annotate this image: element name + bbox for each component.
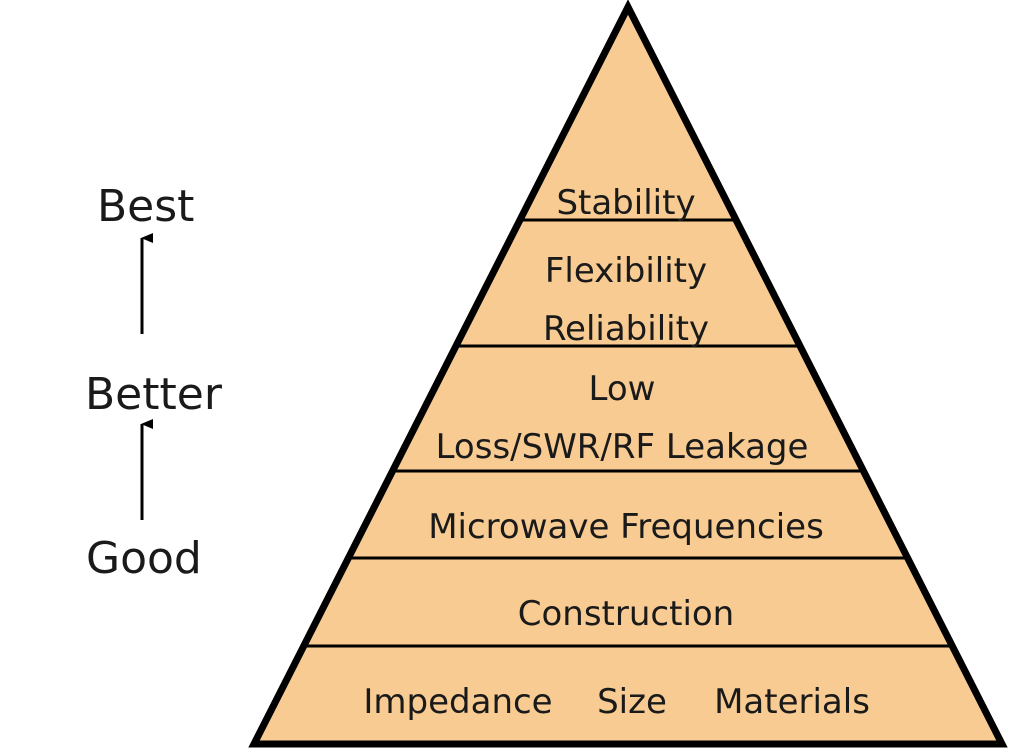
tier-text: Materials [714, 682, 870, 722]
better-label: Better [85, 369, 222, 420]
tier-low-loss: Low Loss/SWR/RF Leakage [436, 369, 809, 467]
good-label: Good [86, 533, 202, 584]
tier-text: Low [589, 369, 656, 409]
tier-dividers [303, 218, 953, 648]
best-label: Best [97, 181, 195, 232]
tier-construction: Construction [518, 594, 734, 634]
tier-text: Impedance [363, 682, 552, 722]
tier-text: Loss/SWR/RF Leakage [436, 427, 809, 467]
pyramid-shape [248, 0, 1008, 748]
tier-text: Flexibility [545, 251, 707, 291]
tier-microwave: Microwave Frequencies [428, 507, 824, 547]
tier-text: Construction [518, 594, 734, 634]
tier-base: Impedance Size Materials [363, 682, 870, 722]
tier-text: Microwave Frequencies [428, 507, 824, 547]
tier-text: Reliability [543, 309, 709, 349]
tier-text: Size [597, 682, 667, 722]
tier-text: Stability [556, 183, 695, 223]
tier-stability: Stability [556, 183, 695, 223]
tier-flexibility-reliability: Flexibility Reliability [543, 251, 709, 349]
